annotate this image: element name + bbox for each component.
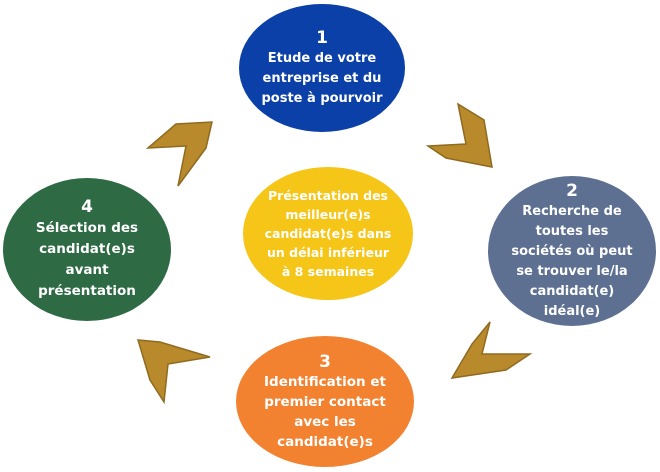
step-1-label: Etude de votre entreprise et du poste à … bbox=[261, 51, 383, 106]
step-3-label: Identification et premier contact avec l… bbox=[264, 373, 386, 450]
step-4-label: Sélection des candidat(e)s avant présent… bbox=[35, 220, 139, 299]
step-4-number: 4 bbox=[81, 197, 93, 217]
center-circle: Présentation des meilleur(e)s candidat(e… bbox=[243, 167, 413, 300]
step-4-circle: 4 Sélection des candidat(e)s avant prése… bbox=[3, 178, 171, 321]
center-label: Présentation des meilleur(e)s candidat(e… bbox=[264, 188, 392, 279]
step-1-circle: 1 Etude de votre entreprise et du poste … bbox=[239, 4, 405, 132]
step-3-number: 3 bbox=[319, 351, 331, 372]
step-2-number: 2 bbox=[566, 180, 578, 201]
arrow-step2-to-step3 bbox=[450, 321, 533, 379]
arrow-step3-to-step4 bbox=[136, 339, 211, 405]
step-2-circle: 2 Recherche de toutes les sociétés où pe… bbox=[488, 176, 656, 326]
step-1-number: 1 bbox=[316, 28, 328, 48]
arrow-step1-to-step2 bbox=[425, 102, 493, 168]
step-2-label: Recherche de toutes les sociétés où peut… bbox=[511, 203, 633, 319]
step-3-circle: 3 Identification et premier contact avec… bbox=[236, 336, 414, 467]
arrow-step4-to-step1 bbox=[145, 121, 213, 187]
